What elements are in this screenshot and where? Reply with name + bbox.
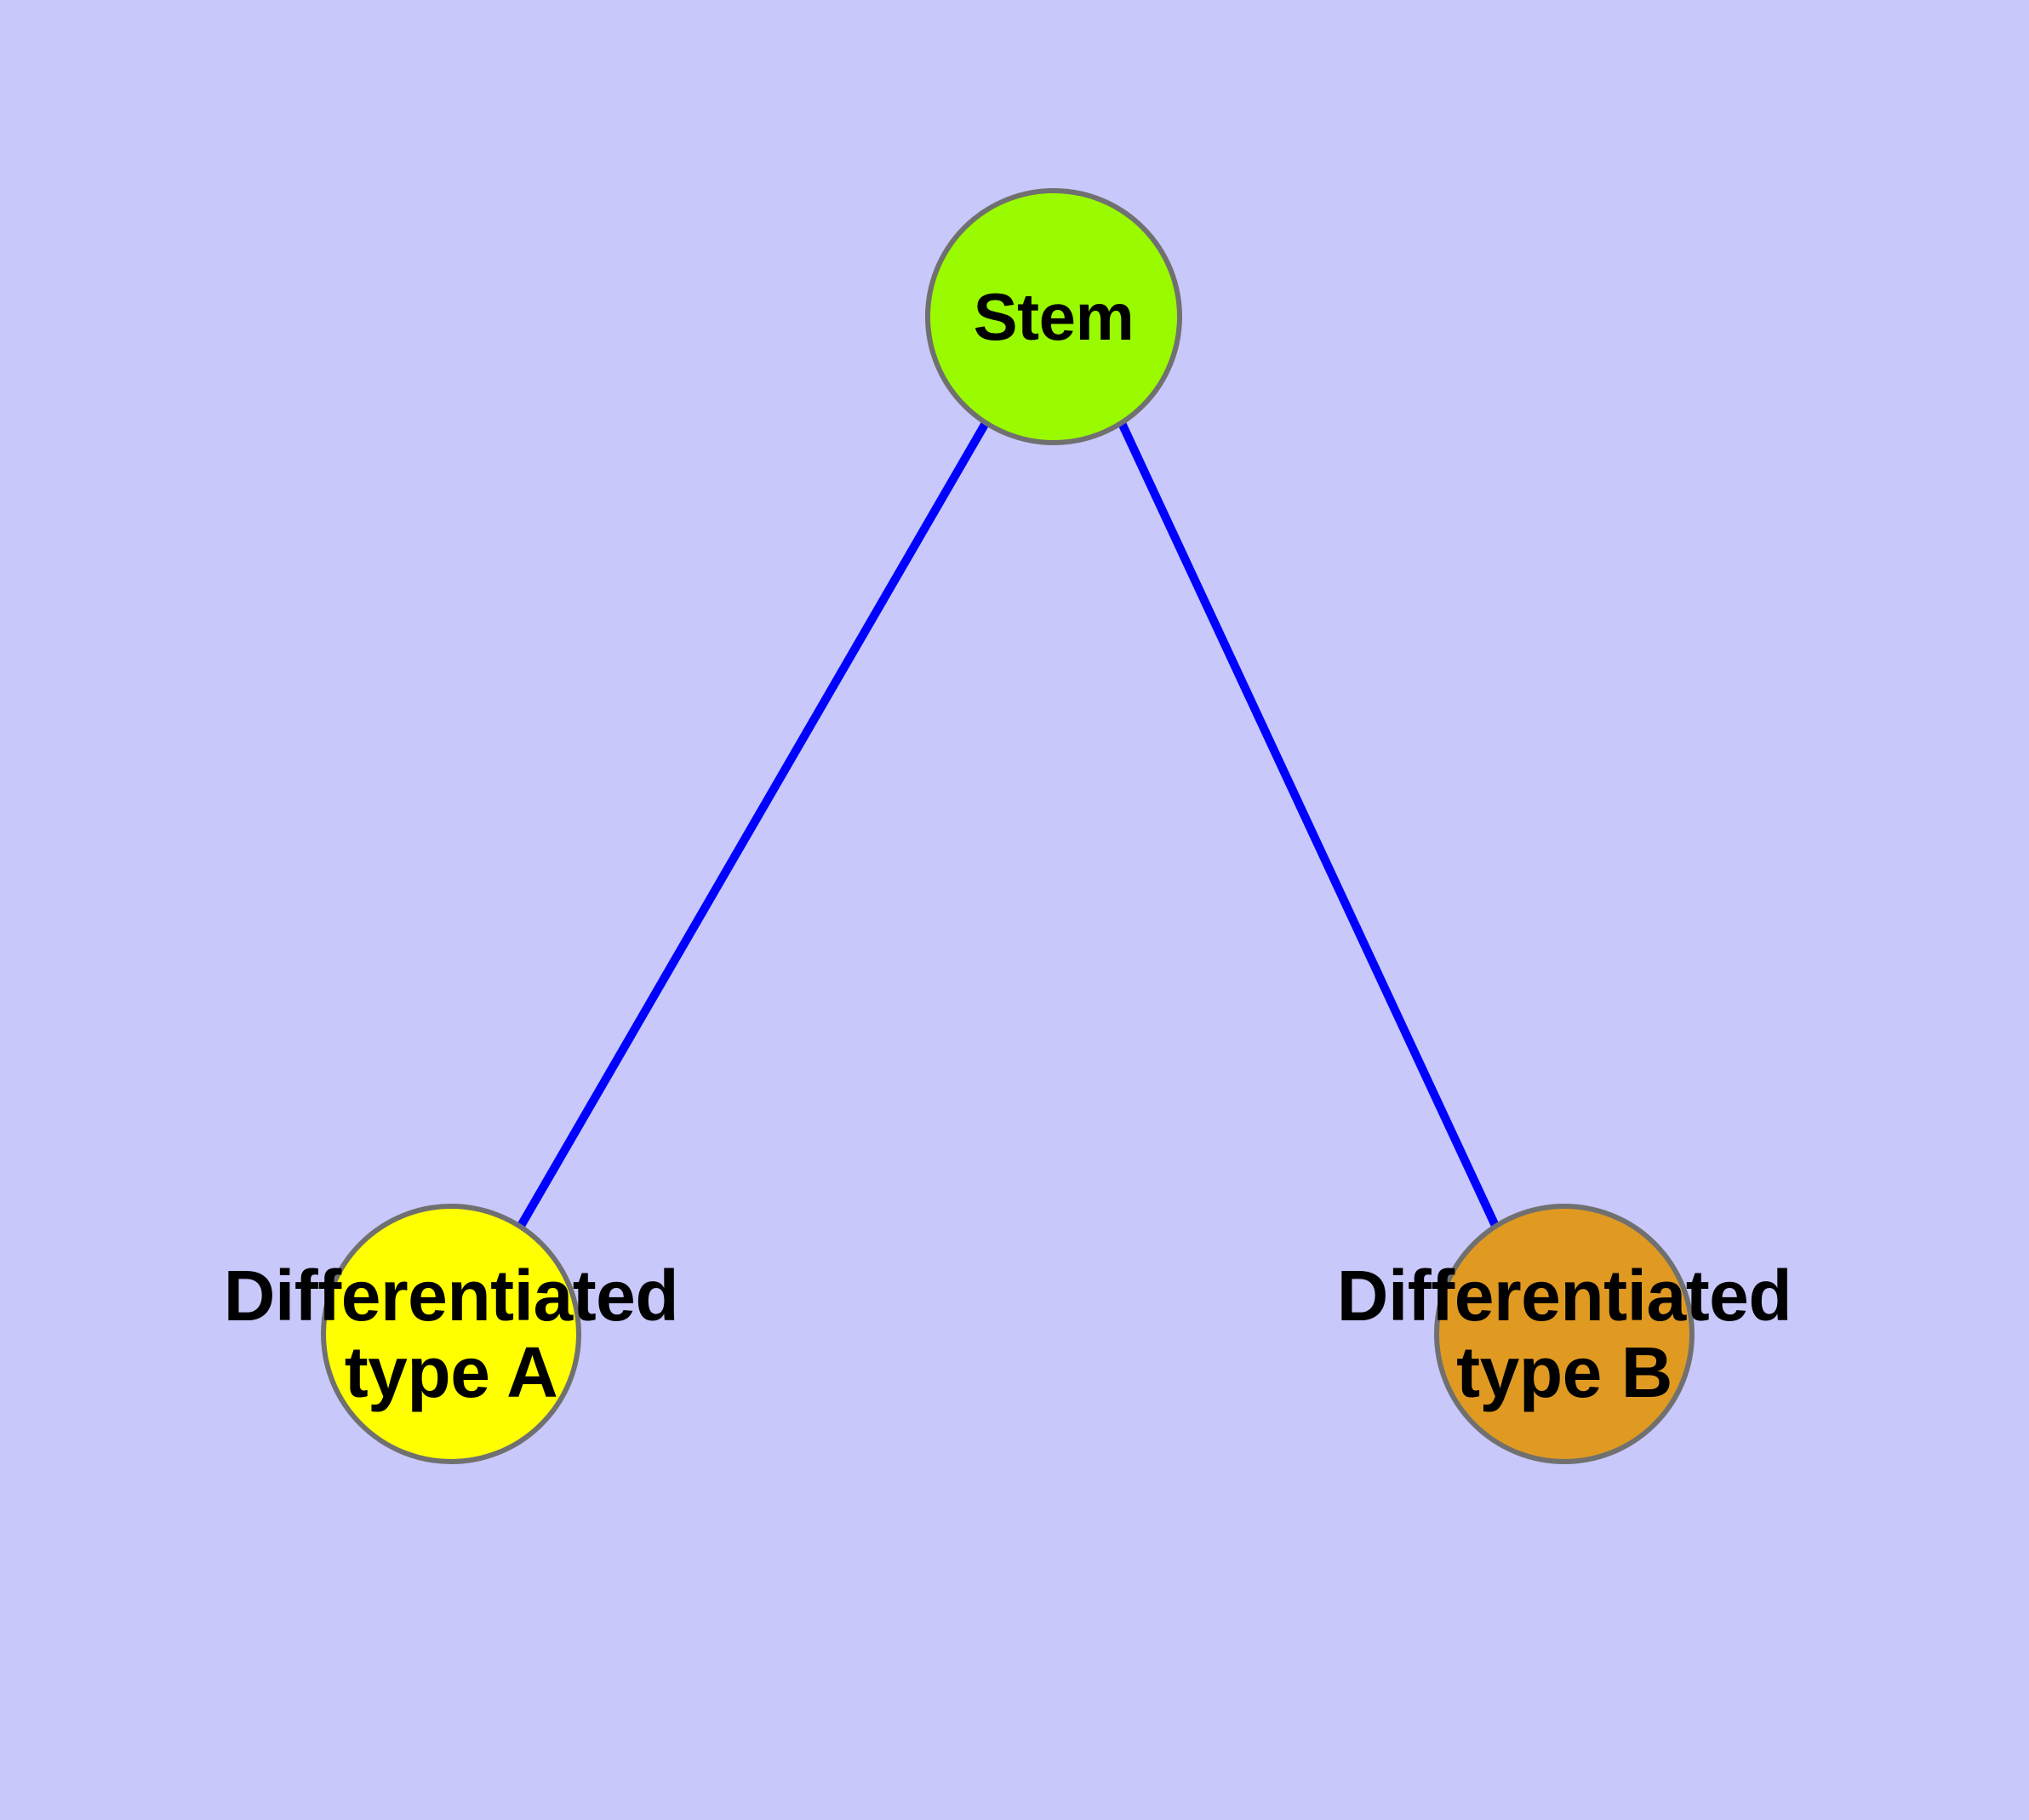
node-differentiated-type-b[interactable]: [1434, 1204, 1695, 1464]
node-layer: [321, 188, 1695, 1464]
node-differentiated-type-a[interactable]: [321, 1204, 581, 1464]
edge-layer: [517, 421, 1500, 1228]
edge-stem-to-differentiated-type-a: [517, 421, 990, 1228]
node-stem[interactable]: [925, 188, 1182, 445]
edge-stem-to-differentiated-type-b: [1117, 421, 1500, 1228]
